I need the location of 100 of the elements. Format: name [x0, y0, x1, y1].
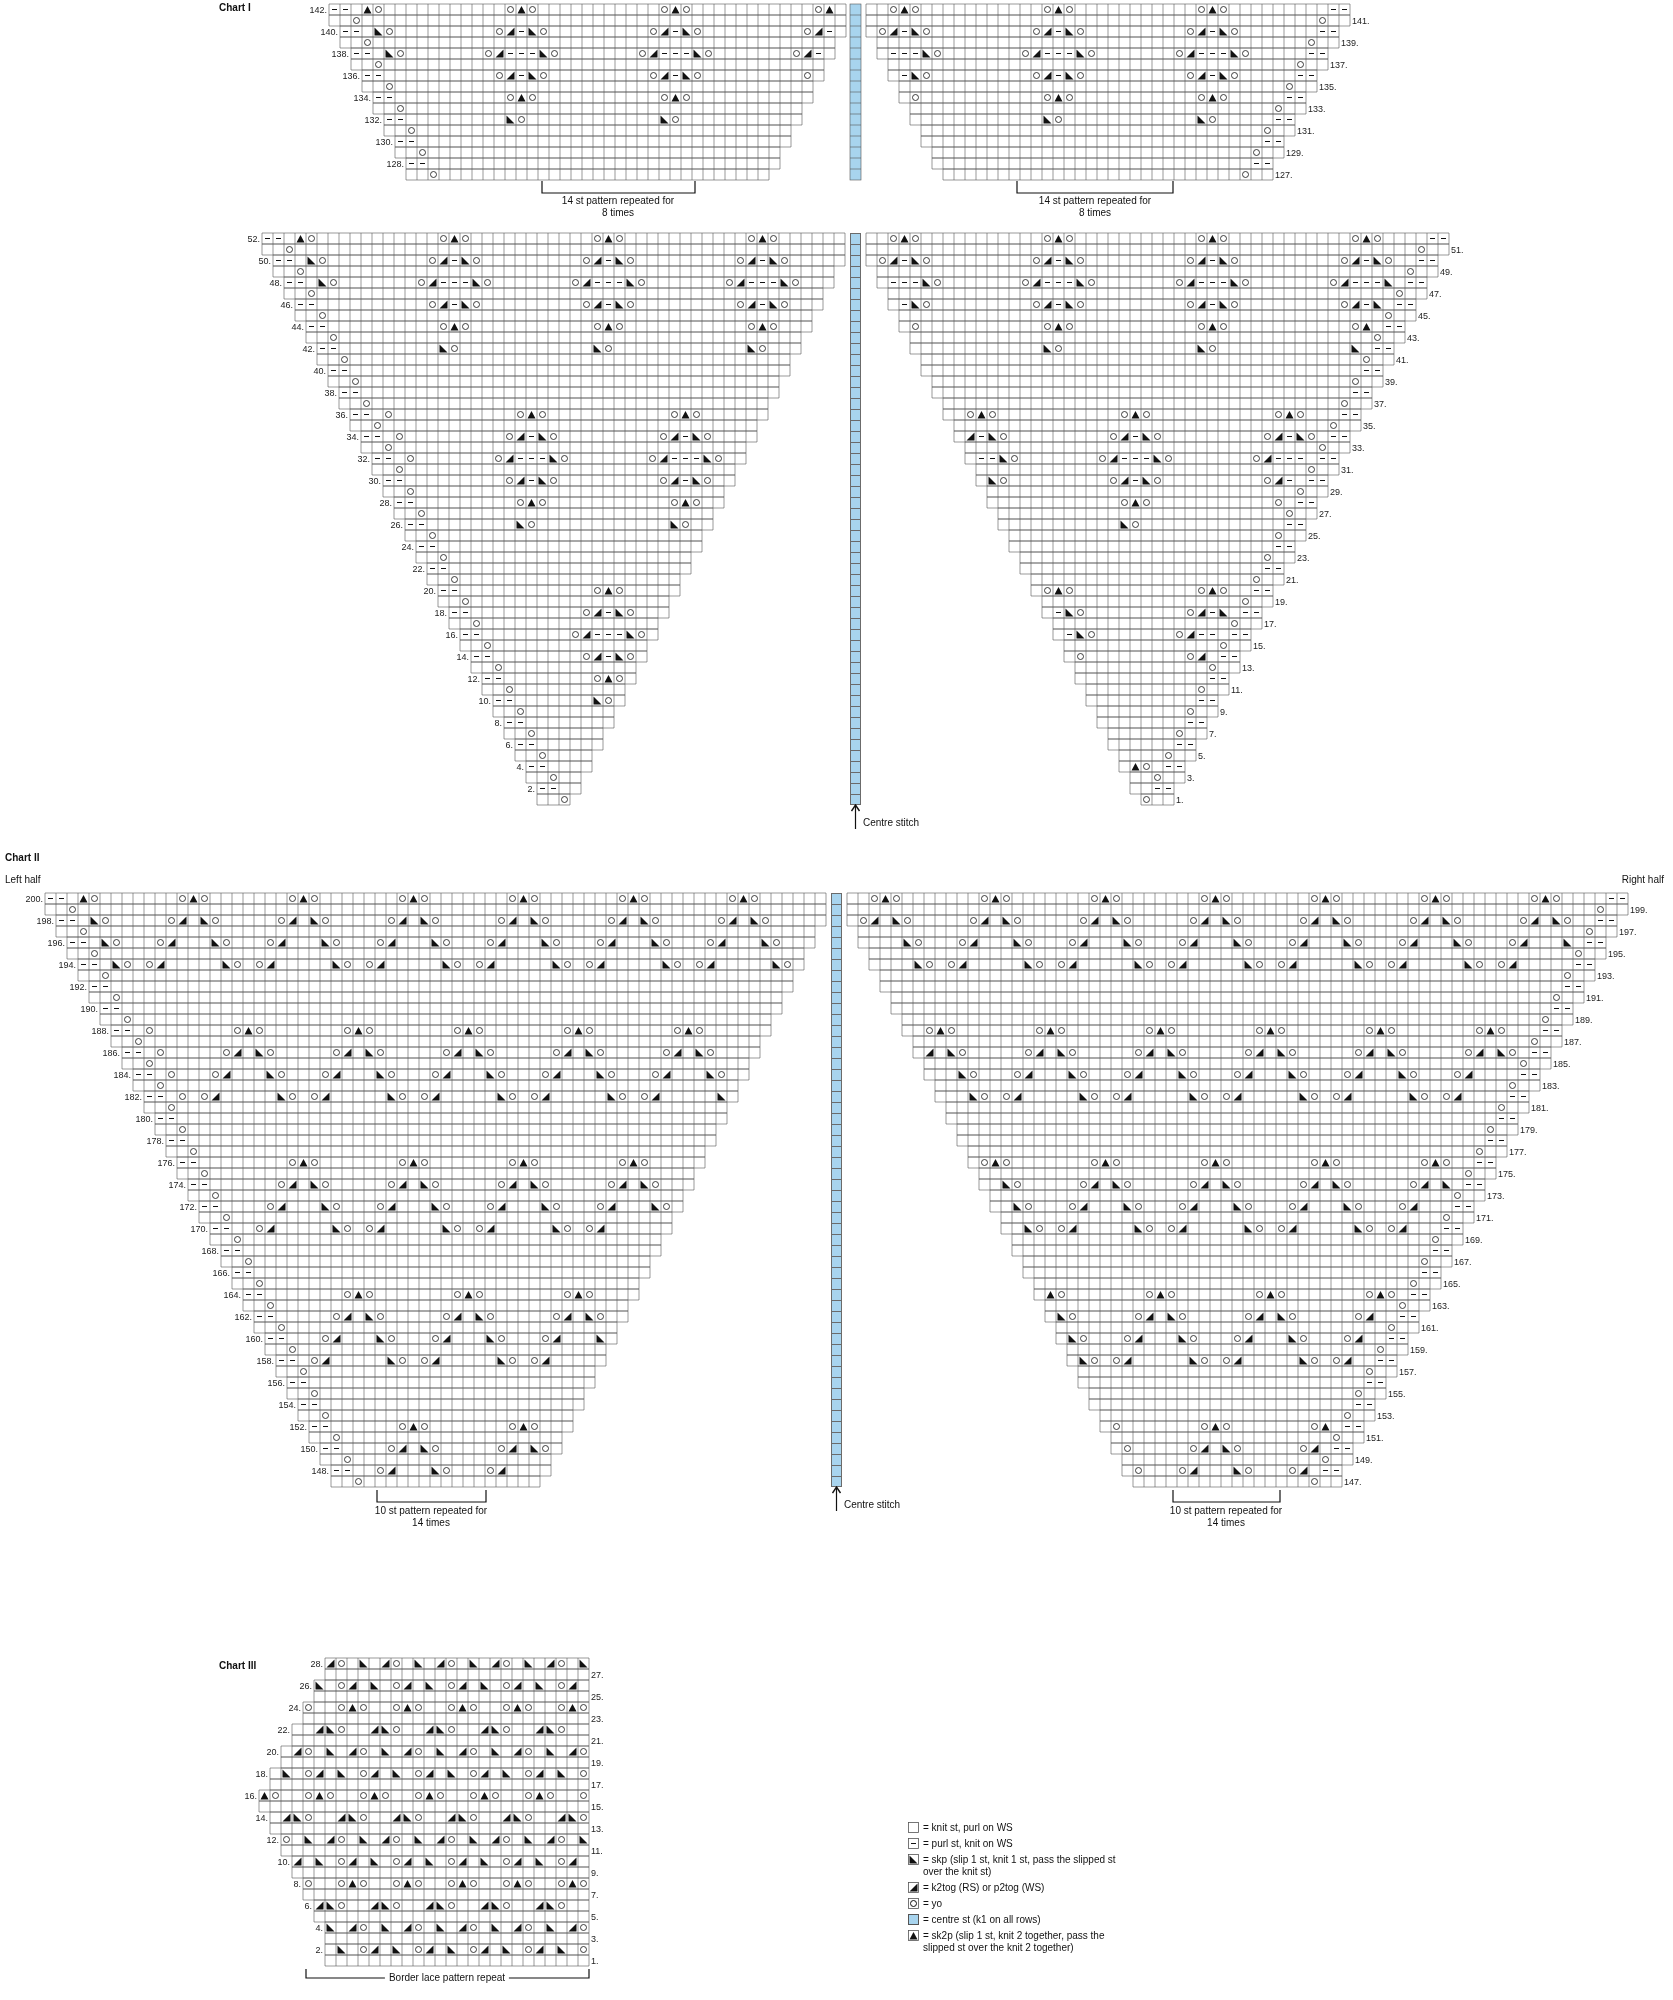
row-number: 158. — [255, 1354, 274, 1367]
row-number: 13. — [1242, 661, 1256, 674]
row-number: 15. — [591, 1800, 605, 1813]
row-number: 140. — [319, 25, 338, 38]
row-number: 199. — [1630, 903, 1649, 916]
row-number: 38. — [323, 386, 337, 399]
row-number: 161. — [1421, 1321, 1440, 1334]
row-number: 200. — [24, 892, 43, 905]
row-number: 9. — [591, 1866, 600, 1879]
row-number: 17. — [591, 1778, 605, 1791]
row-number: 10. — [276, 1855, 290, 1868]
row-number: 157. — [1399, 1365, 1418, 1378]
row-number: 8. — [292, 1877, 301, 1890]
row-number: 129. — [1286, 146, 1305, 159]
row-number: 184. — [112, 1068, 131, 1081]
row-number: 50. — [257, 254, 271, 267]
row-number: 155. — [1388, 1387, 1407, 1400]
row-number: 195. — [1608, 947, 1627, 960]
row-number: 5. — [1198, 749, 1207, 762]
legend-text: = k2tog (RS) or p2tog (WS) — [923, 1882, 1046, 1894]
row-number: 176. — [156, 1156, 175, 1169]
row-number: 22. — [276, 1723, 290, 1736]
row-number: 182. — [123, 1090, 142, 1103]
row-number: 13. — [591, 1822, 605, 1835]
row-number: 23. — [1297, 551, 1311, 564]
row-number: 19. — [1275, 595, 1289, 608]
row-number: 35. — [1363, 419, 1377, 432]
row-number: 4. — [515, 760, 524, 773]
row-number: 28. — [309, 1657, 323, 1670]
row-number: 186. — [101, 1046, 120, 1059]
row-number: 45. — [1418, 309, 1432, 322]
leader-arrow — [831, 1486, 842, 1512]
row-number: 9. — [1220, 705, 1229, 718]
row-number: 1. — [1176, 793, 1185, 806]
row-number: 191. — [1586, 991, 1605, 1004]
row-number: 136. — [341, 69, 360, 82]
repeat-note: Border lace pattern repeat — [384, 1972, 510, 1984]
row-number: 48. — [268, 276, 282, 289]
row-number: 131. — [1297, 124, 1316, 137]
row-number: 149. — [1355, 1453, 1374, 1466]
row-number: 172. — [178, 1200, 197, 1213]
row-number: 164. — [222, 1288, 241, 1301]
row-number: 27. — [1319, 507, 1333, 520]
row-number: 152. — [288, 1420, 307, 1433]
row-number: 16. — [243, 1789, 257, 1802]
row-number: 171. — [1476, 1211, 1495, 1224]
row-number: 137. — [1330, 58, 1349, 71]
row-number: 179. — [1520, 1123, 1539, 1136]
row-number: 148. — [310, 1464, 329, 1477]
repeat-note: 10 st pattern repeated for 14 times — [1169, 1505, 1283, 1529]
row-number: 18. — [254, 1767, 268, 1780]
row-number: 165. — [1443, 1277, 1462, 1290]
row-number: 14. — [455, 650, 469, 663]
row-number: 41. — [1396, 353, 1410, 366]
row-number: 133. — [1308, 102, 1327, 115]
row-number: 185. — [1553, 1057, 1572, 1070]
row-number: 42. — [301, 342, 315, 355]
row-number: 166. — [211, 1266, 230, 1279]
half-label: Right half — [1621, 874, 1664, 886]
row-number: 16. — [444, 628, 458, 641]
row-number: 151. — [1366, 1431, 1385, 1444]
row-number: 3. — [1187, 771, 1196, 784]
row-number: 51. — [1451, 243, 1465, 256]
row-number: 153. — [1377, 1409, 1396, 1422]
row-number: 189. — [1575, 1013, 1594, 1026]
legend-text: = skp (slip 1 st, knit 1 st, pass the slipped st over the knit st) — [923, 1854, 1117, 1878]
row-number: 21. — [1286, 573, 1300, 586]
row-number: 197. — [1619, 925, 1638, 938]
row-number: 22. — [411, 562, 425, 575]
row-number: 190. — [79, 1002, 98, 1015]
repeat-note: 14 st pattern repeated for 8 times — [1038, 195, 1152, 219]
row-number: 6. — [303, 1899, 312, 1912]
row-number: 181. — [1531, 1101, 1550, 1114]
row-number: 20. — [422, 584, 436, 597]
row-number: 30. — [367, 474, 381, 487]
row-number: 175. — [1498, 1167, 1517, 1180]
row-number: 174. — [167, 1178, 186, 1191]
row-number: 47. — [1429, 287, 1443, 300]
row-number: 4. — [314, 1921, 323, 1934]
row-number: 134. — [352, 91, 371, 104]
row-number: 183. — [1542, 1079, 1561, 1092]
row-number: 23. — [591, 1712, 605, 1725]
half-label: Left half — [5, 874, 41, 886]
row-number: 132. — [363, 113, 382, 126]
row-number: 11. — [591, 1844, 604, 1857]
legend-text: = yo — [923, 1898, 944, 1910]
row-number: 15. — [1253, 639, 1267, 652]
row-number: 177. — [1509, 1145, 1528, 1158]
row-number: 142. — [308, 3, 327, 16]
row-number: 127. — [1275, 168, 1294, 181]
row-number: 25. — [591, 1690, 605, 1703]
row-number: 178. — [145, 1134, 164, 1147]
row-number: 139. — [1341, 36, 1360, 49]
legend-text: = centre st (k1 on all rows) — [923, 1914, 1042, 1926]
row-number: 19. — [591, 1756, 605, 1769]
row-number: 40. — [312, 364, 326, 377]
row-number: 154. — [277, 1398, 296, 1411]
centre-stitch-column — [850, 233, 861, 805]
row-number: 24. — [400, 540, 414, 553]
repeat-note: 10 st pattern repeated for 14 times — [374, 1505, 488, 1529]
